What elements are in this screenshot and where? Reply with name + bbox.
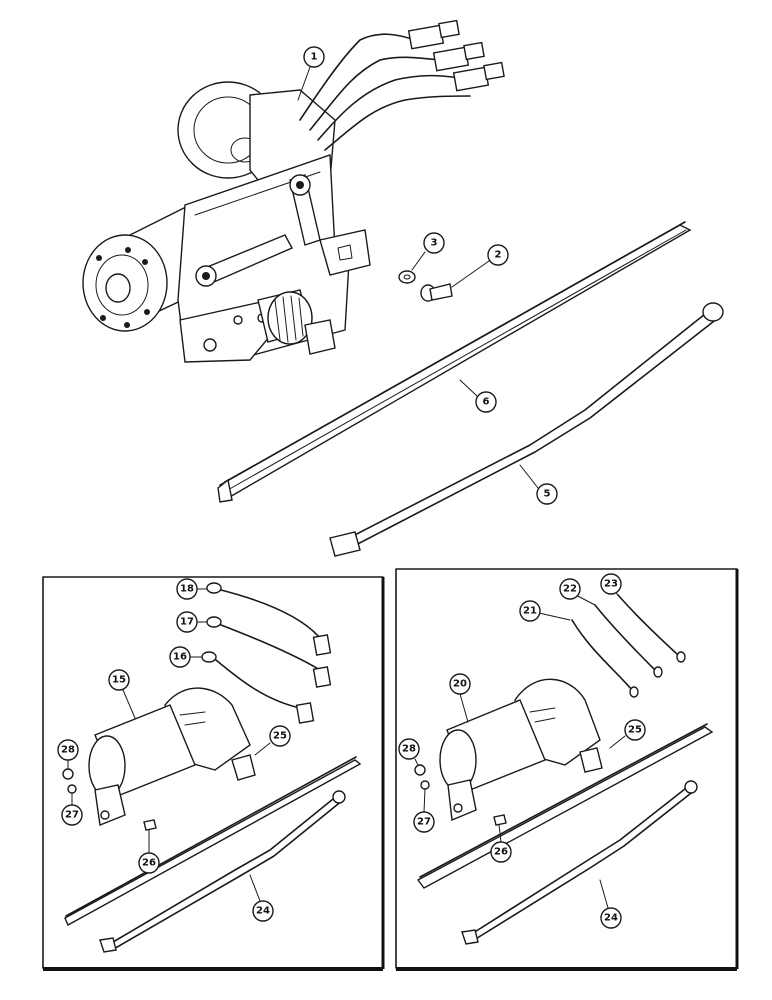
callout-18: 18 — [176, 578, 198, 600]
svg-text:26: 26 — [142, 858, 156, 869]
svg-text:28: 28 — [402, 744, 416, 755]
wiper-arm — [329, 302, 724, 557]
callout-17: 17 — [176, 611, 198, 633]
lock-washer — [398, 270, 416, 284]
callout-5: 5 — [536, 483, 558, 505]
svg-text:2: 2 — [495, 250, 502, 261]
nut-28 — [62, 768, 74, 780]
svg-text:27: 27 — [65, 810, 79, 821]
wire-lead-17 — [206, 616, 332, 688]
wire-lead-16 — [201, 651, 315, 724]
callout-25-right: 25 — [624, 719, 646, 741]
callout-20: 20 — [449, 673, 471, 695]
callouts: 1 3 2 6 5 18 17 16 15 28 27 26 25 24 22 … — [57, 46, 646, 929]
svg-text:24: 24 — [604, 913, 618, 924]
wire-lead-21 — [571, 619, 639, 698]
callout-22: 22 — [559, 578, 581, 600]
wire-lead-18 — [206, 582, 332, 656]
callout-23: 23 — [600, 573, 622, 595]
callout-25-left: 25 — [269, 725, 291, 747]
callout-27-right: 27 — [413, 811, 435, 833]
svg-text:21: 21 — [523, 606, 537, 617]
svg-text:15: 15 — [112, 675, 126, 686]
callout-21: 21 — [519, 600, 541, 622]
wire-connector-1 — [407, 19, 460, 50]
wire-connector-2 — [432, 41, 485, 72]
nut-28-alt — [414, 764, 426, 776]
svg-text:25: 25 — [628, 725, 642, 736]
callout-26-right: 26 — [490, 841, 512, 863]
callout-28-right: 28 — [398, 738, 420, 760]
callout-28-left: 28 — [57, 739, 79, 761]
callout-2: 2 — [487, 244, 509, 266]
svg-text:3: 3 — [431, 238, 438, 249]
callout-1: 1 — [303, 46, 325, 68]
wire-lead-22 — [594, 604, 663, 678]
svg-text:16: 16 — [173, 652, 187, 663]
callout-26-left: 26 — [138, 852, 160, 874]
callout-6: 6 — [475, 391, 497, 413]
wiper-blade-small — [64, 756, 362, 926]
right-inset-panel — [395, 568, 739, 971]
wire-connector-3 — [452, 61, 505, 92]
callout-24-right: 24 — [600, 907, 622, 929]
screw-26 — [143, 819, 157, 831]
svg-text:24: 24 — [256, 906, 270, 917]
callout-16: 16 — [169, 646, 191, 668]
svg-text:22: 22 — [563, 584, 577, 595]
callout-3: 3 — [423, 232, 445, 254]
svg-text:18: 18 — [180, 584, 194, 595]
wire-lead-23 — [617, 594, 686, 663]
svg-text:5: 5 — [544, 489, 551, 500]
svg-text:26: 26 — [494, 847, 508, 858]
wiper-motor-small-alt — [439, 678, 603, 822]
svg-text:23: 23 — [604, 579, 618, 590]
callout-27-left: 27 — [61, 804, 83, 826]
svg-text:25: 25 — [273, 731, 287, 742]
washer-27 — [67, 784, 77, 794]
screw — [420, 283, 453, 302]
left-inset-panel — [42, 576, 385, 971]
svg-text:6: 6 — [483, 397, 490, 408]
washer-27-alt — [420, 780, 430, 790]
svg-text:1: 1 — [311, 52, 318, 63]
wiper-motor-assembly — [82, 19, 505, 363]
callout-24-left: 24 — [252, 900, 274, 922]
wiper-motor-small — [88, 687, 256, 826]
svg-text:17: 17 — [180, 617, 194, 628]
svg-text:28: 28 — [61, 745, 75, 756]
screw-26-alt — [493, 814, 507, 826]
svg-text:27: 27 — [417, 817, 431, 828]
wiper-blade — [217, 221, 692, 503]
svg-text:20: 20 — [453, 679, 467, 690]
wiper-arm-small — [99, 790, 346, 953]
wiper-arm-small-alt — [461, 780, 698, 945]
callout-15: 15 — [108, 669, 130, 691]
